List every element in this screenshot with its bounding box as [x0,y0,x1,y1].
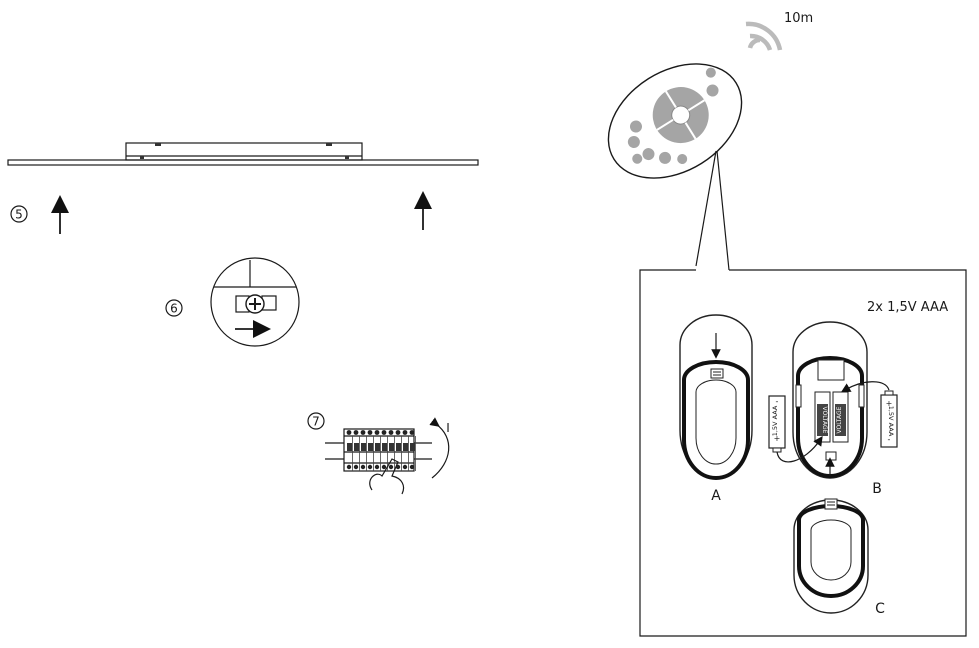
switch-on-arrow [429,417,450,479]
view-a-label: A [711,488,721,504]
terminal-screw-bottom [360,464,366,470]
terminal-screw [353,430,359,435]
zone-button-1 [629,120,642,133]
aaa-battery-left: 1,5V AAA + - [768,395,786,453]
view-c-label: C [875,601,885,617]
battery-instructions-panel: 2x 1,5V AAA A VOLTAGE VOLTAGE [639,269,967,637]
terminal-screw-bottom [374,464,380,470]
breaker-lever [361,443,366,451]
step6-number: 6 [170,302,178,316]
range-label: 10m [784,11,813,26]
terminal-screw [395,430,401,435]
terminal-screw [346,430,352,435]
terminal-screw-bottom [381,464,387,470]
view-b-label: B [872,481,882,497]
step7-marker [307,412,325,430]
battery-right-minus: - [888,435,891,444]
step7-breaker-diagram: 7 I [307,412,450,495]
terminal-screw-bottom [402,464,408,470]
terminal-screw [388,430,394,435]
breaker-lever [389,443,394,451]
zone-button-4 [659,151,672,164]
battery-left-text: 1,5V AAA [771,405,779,436]
breaker-lever [410,443,415,451]
terminal-screw [367,430,373,435]
cell-label-1: VOLTAGE [821,407,828,434]
battery-spec-label: 2x 1,5V AAA [867,300,948,315]
battery-right-plus: + [886,399,893,408]
switch-on-label: I [446,421,450,435]
breaker-lever [382,443,387,451]
terminal-screw-bottom [388,464,394,470]
hand-icon [369,458,405,495]
zone-button-3 [642,148,655,161]
driver-box [125,142,363,161]
remote-back-view-a [679,314,753,480]
terminal-screw-bottom [409,464,415,470]
breaker-lever [368,443,373,451]
step6-marker [165,299,183,317]
signal-waves-icon [745,21,783,51]
breaker-lever [403,443,408,451]
terminal-screw [360,430,366,435]
terminal-screw-bottom [353,464,359,470]
battery-right-text: 1,5V AAA [887,406,895,437]
battery-left-minus: - [776,397,779,406]
zone-button-6 [677,153,688,164]
terminal-screw [409,430,415,435]
step5-number: 5 [15,208,23,222]
step6-screw-detail: 6 [165,257,300,347]
step5-panel-diagram: 5 [7,142,479,234]
breaker-lever [375,443,380,451]
cell-label-2: VOLTAGE [836,406,843,433]
power-off-button [706,84,719,97]
battery-left-plus: + [774,434,781,443]
insert-arrow-right [840,381,890,393]
terminal-screw-bottom [367,464,373,470]
terminal-screw-bottom [346,464,352,470]
breaker-lever [354,443,359,451]
remote-open-view-b: VOLTAGE VOLTAGE [792,321,868,479]
terminal-screw [381,430,387,435]
zone-button-5 [632,153,643,164]
light-panel [7,159,479,166]
terminal-screw [374,430,380,435]
power-on-button [705,67,716,78]
step7-number: 7 [312,415,320,429]
step5-marker [10,205,28,223]
zone-button-2 [627,135,640,148]
insert-arrow-left [776,436,823,463]
breaker-lever [396,443,401,451]
terminal-screw [402,430,408,435]
remote-closed-view-c [793,498,869,614]
remote-control-group: 10m [607,11,813,271]
detail-circle [210,257,300,347]
breaker-lever [347,443,352,451]
aaa-battery-right: 1,5V AAA + - [880,390,898,448]
